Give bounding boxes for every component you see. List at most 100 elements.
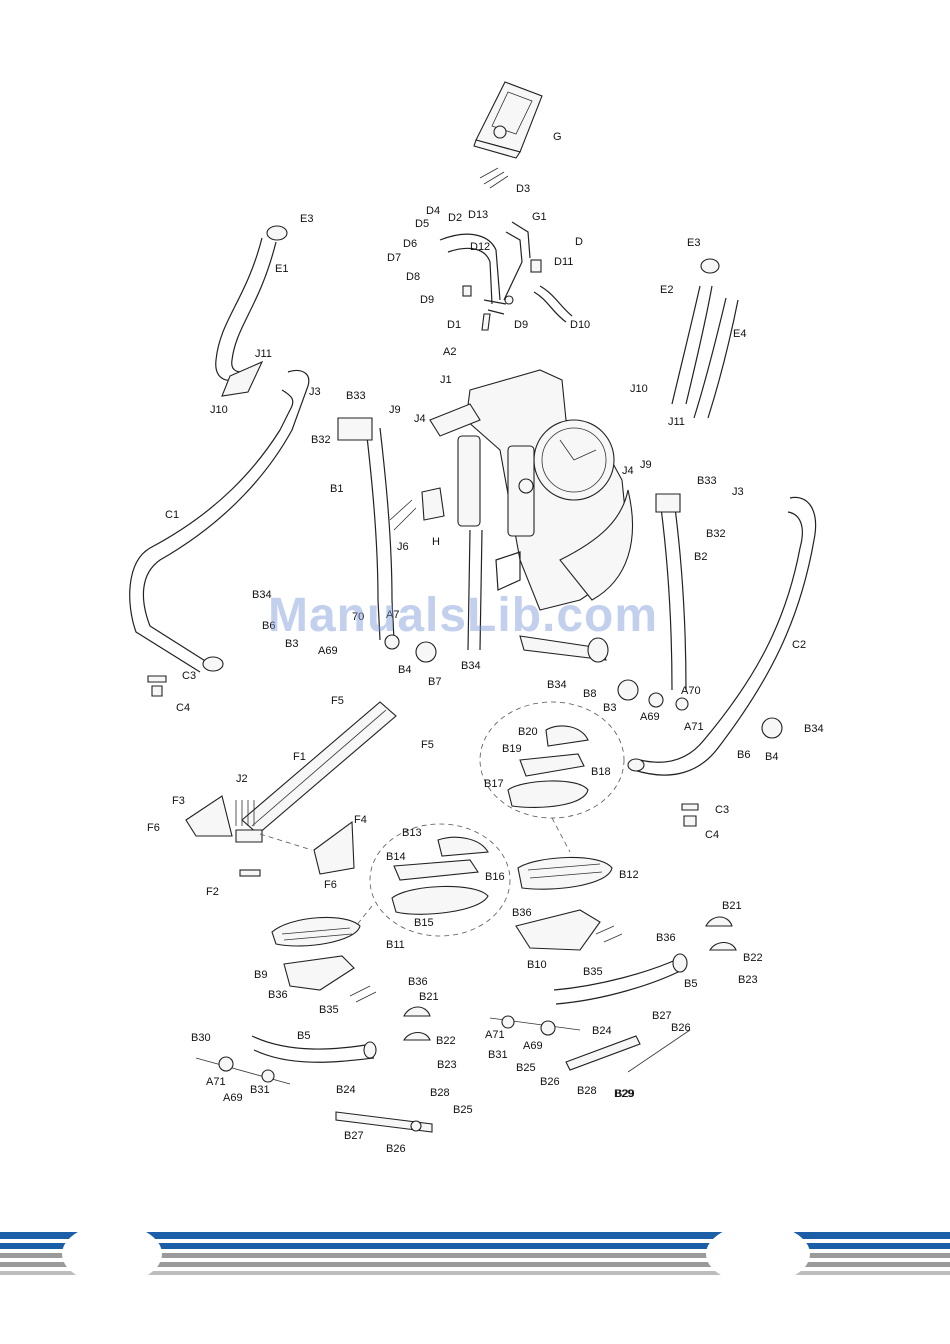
callout-label: B35 — [583, 966, 603, 978]
callout-label: B22 — [436, 1035, 456, 1047]
callout-label: C2 — [792, 639, 806, 651]
handlebar-post-part — [439, 221, 573, 331]
callout-label: B28 — [430, 1087, 450, 1099]
callout-label: B21 — [419, 991, 439, 1003]
callout-label: B24 — [592, 1025, 612, 1037]
callout-label: B35 — [319, 1004, 339, 1016]
callout-label: C4 — [705, 829, 719, 841]
callout-label: J9 — [389, 404, 401, 416]
callout-label: B5 — [684, 978, 697, 990]
left-pedal-part — [271, 823, 511, 947]
callout-label: B6 — [262, 620, 275, 632]
footer-stripe — [0, 1243, 950, 1249]
callout-label: D2 — [448, 212, 462, 224]
callout-label: H — [432, 536, 440, 548]
callout-label: B32 — [311, 434, 331, 446]
callout-label: J6 — [397, 541, 409, 553]
footer-stripe — [0, 1262, 950, 1267]
callout-label: J11 — [668, 416, 685, 428]
callout-label: D12 — [470, 241, 490, 253]
callout-label: A7 — [386, 609, 399, 621]
callout-label: F4 — [354, 814, 367, 826]
callout-label: A2 — [443, 346, 456, 358]
callout-label: E1 — [275, 263, 288, 275]
callout-label: B8 — [583, 688, 596, 700]
callout-label: B20 — [518, 726, 538, 738]
callout-label: A71 — [206, 1076, 226, 1088]
callout-label: B34 — [804, 723, 824, 735]
callout-label: A69 — [223, 1092, 243, 1104]
callout-label: B12 — [619, 869, 639, 881]
callout-label: J4 — [414, 413, 426, 425]
callout-label: J4 — [622, 465, 634, 477]
callout-label: E4 — [733, 328, 746, 340]
callout-label: A71 — [485, 1029, 505, 1041]
callout-label: D9 — [420, 294, 434, 306]
callout-label: B26 — [386, 1143, 406, 1155]
callout-label: E2 — [660, 284, 673, 296]
console-part — [473, 81, 543, 189]
callout-label: F5 — [421, 739, 434, 751]
callout-label: J3 — [309, 386, 321, 398]
callout-label: B14 — [386, 851, 406, 863]
callout-label: F2 — [206, 886, 219, 898]
callout-label: B5 — [297, 1030, 310, 1042]
callout-label: J10 — [630, 383, 648, 395]
callout-label: F5 — [331, 695, 344, 707]
callout-label: B30 — [191, 1032, 211, 1044]
callout-label: B31 — [488, 1049, 508, 1061]
callout-label: B36 — [268, 989, 288, 1001]
callout-label: B23 — [437, 1059, 457, 1071]
callout-label: B33 — [346, 390, 366, 402]
left-arm-tubes — [129, 225, 310, 697]
callout-label: F6 — [147, 822, 160, 834]
callout-label: J1 — [440, 374, 452, 386]
callout-label: 70 — [352, 611, 364, 623]
footer-stripes — [0, 1228, 950, 1284]
swing-arms-part — [337, 417, 783, 739]
footer-stripe — [0, 1271, 950, 1275]
main-frame-part — [429, 369, 634, 663]
callout-label: E3 — [300, 213, 313, 225]
callout-label: B9 — [254, 969, 267, 981]
callout-label: B31 — [250, 1084, 270, 1096]
callout-label: B10 — [527, 959, 547, 971]
callout-label: B6 — [737, 749, 750, 761]
callout-label: D11 — [554, 256, 573, 268]
callout-label: A69 — [640, 711, 660, 723]
callout-label: G — [553, 131, 562, 143]
callout-label: D3 — [516, 183, 530, 195]
callout-label: B25 — [516, 1062, 536, 1074]
callout-label: B34 — [547, 679, 567, 691]
callout-label: D4 — [426, 205, 440, 217]
callout-label: B7 — [428, 676, 441, 688]
callout-label: B2 — [694, 551, 707, 563]
callout-label: B16 — [485, 871, 505, 883]
callout-label: J10 — [210, 404, 228, 416]
callout-label: B26 — [671, 1022, 691, 1034]
callout-label: J3 — [732, 486, 744, 498]
callout-label: C4 — [176, 702, 190, 714]
callout-label: B24 — [336, 1084, 356, 1096]
callout-label: A69 — [318, 645, 338, 657]
callout-label: B26 — [540, 1076, 560, 1088]
callout-label: A69 — [523, 1040, 543, 1052]
callout-label: B29 — [614, 1088, 634, 1100]
callout-label: B29 — [615, 1088, 635, 1100]
callout-label: D5 — [415, 218, 429, 230]
callout-label: D — [575, 236, 583, 248]
callout-label: B13 — [402, 827, 422, 839]
callout-label: B3 — [285, 638, 298, 650]
callout-label: B3 — [603, 702, 616, 714]
callout-label: A71 — [684, 721, 704, 733]
callout-label: B15 — [414, 917, 434, 929]
callout-label: B18 — [591, 766, 611, 778]
callout-label: B22 — [743, 952, 763, 964]
callout-label: E3 — [687, 237, 700, 249]
callout-label: D1 — [447, 319, 461, 331]
callout-label: D9 — [514, 319, 528, 331]
callout-label: B36 — [408, 976, 428, 988]
callout-label: B32 — [706, 528, 726, 540]
footer-stripe — [0, 1232, 950, 1239]
